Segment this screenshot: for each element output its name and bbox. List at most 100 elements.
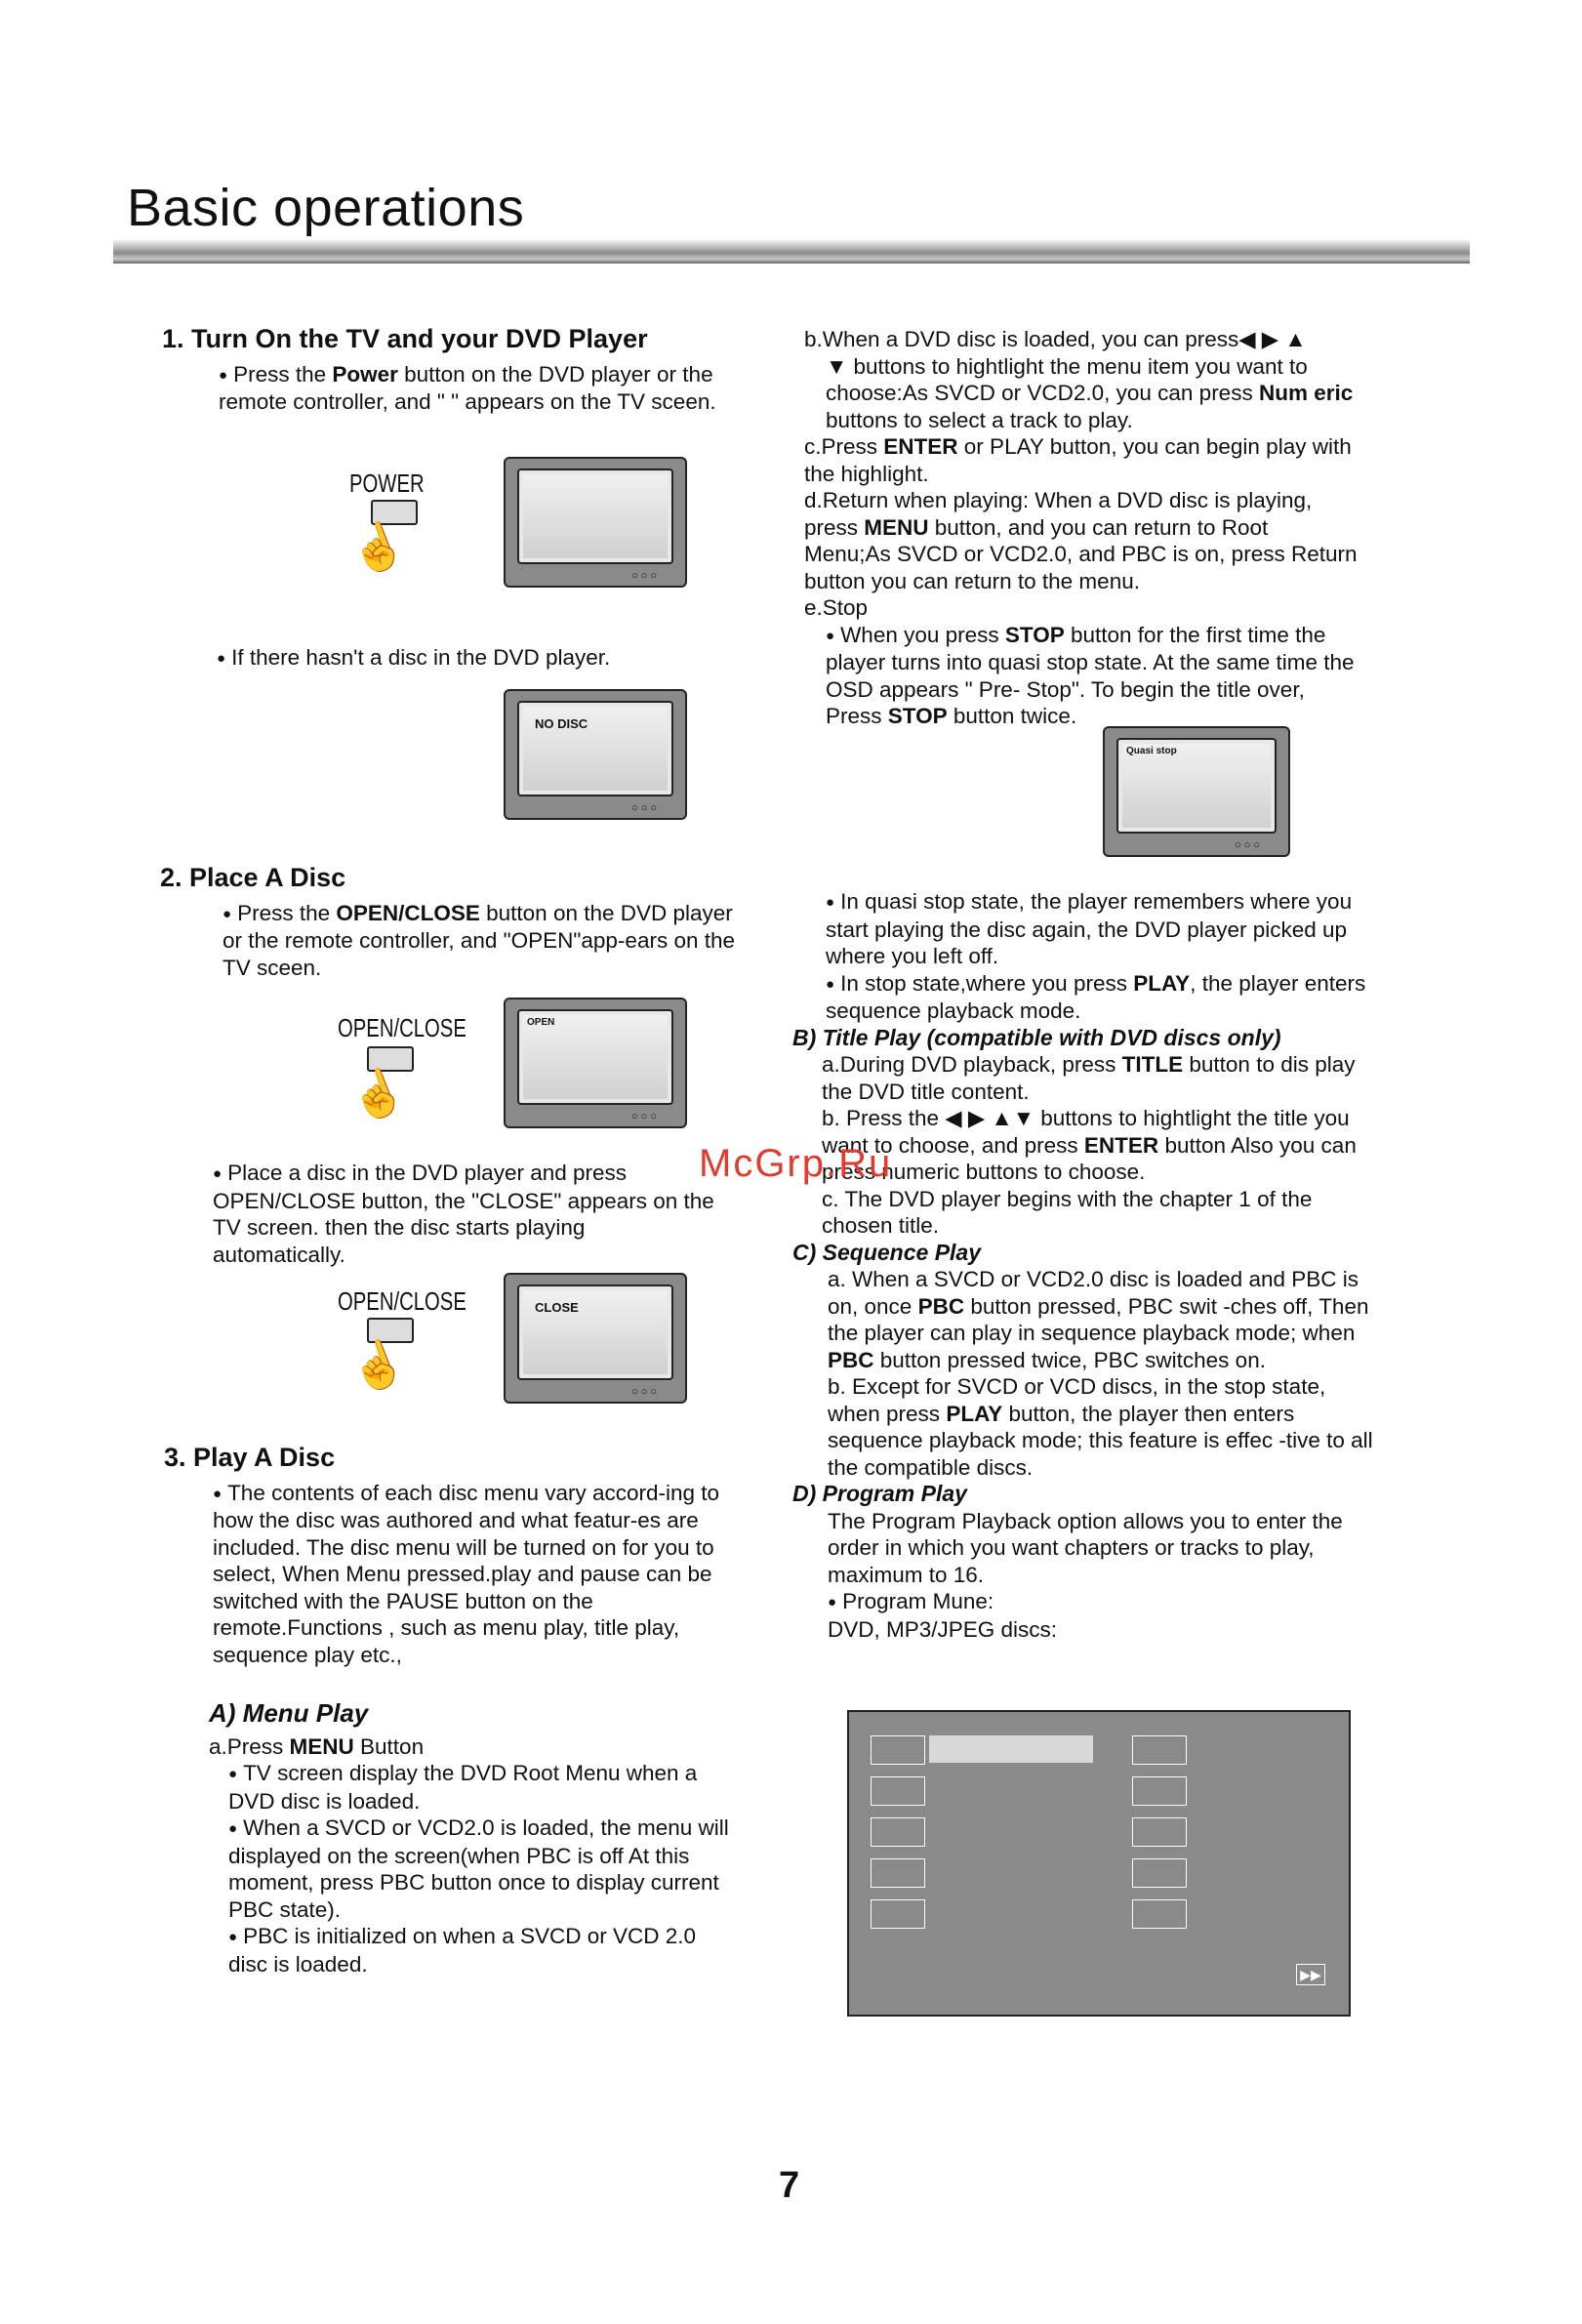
tv-power: ○○○ <box>504 457 687 588</box>
text-bold: ENTER <box>883 434 958 459</box>
openclose-button-label: OPEN/CLOSE <box>338 1013 466 1042</box>
text-bold: PLAY <box>946 1401 1003 1426</box>
page-title: Basic operations <box>127 179 525 237</box>
menu-play-bullet-2: When a SVCD or VCD2.0 is loaded, the men… <box>209 1814 736 1923</box>
quasi-stop-text: In quasi stop state, the player remember… <box>792 888 1378 970</box>
tv-nodisc: NO DISC ○○○ <box>504 689 687 820</box>
title-play-a: a.During DVD playback, press TITLE butto… <box>792 1051 1378 1105</box>
tv-screen: OPEN <box>517 1009 673 1105</box>
header-rule <box>113 240 1470 264</box>
openclose-button-label: OPEN/CLOSE <box>338 1286 466 1316</box>
text: In stop state,where you press <box>840 970 1134 996</box>
text-bold: STOP <box>1004 622 1065 647</box>
b-line-2: ▼ buttons to hightlight the menu item yo… <box>804 353 1360 434</box>
menu-slot <box>1132 1858 1187 1888</box>
text: b. Except for SVCD or VCD discs, in the … <box>828 1374 1326 1426</box>
e-bullet-1: When you press STOP button for the first… <box>804 622 1360 730</box>
text: or PLAY button, you can begin play with … <box>804 434 1352 486</box>
right-column-top: b.When a DVD disc is loaded, you can pre… <box>804 326 1360 730</box>
section-1-heading: 1. Turn On the TV and your DVD Player <box>162 324 648 353</box>
osd-text: Quasi stop <box>1126 746 1177 756</box>
text-bold: Num eric <box>1258 381 1354 405</box>
openclose-button <box>367 1318 414 1343</box>
text: button to dis play the DVD title content… <box>822 1052 1356 1104</box>
text: ▼ buttons to hightlight the menu item yo… <box>826 353 1308 406</box>
text-bold: MENU <box>289 1733 354 1759</box>
text: c.Press <box>804 434 884 459</box>
section-2: 2. Place A Disc Press the OPEN/CLOSE but… <box>160 863 736 982</box>
section-3: 3. Play A Disc The contents of each disc… <box>164 1443 730 1668</box>
section-3-heading: 3. Play A Disc <box>164 1443 336 1472</box>
tv-screen <box>517 469 673 564</box>
text: button Also you can press numeric button… <box>822 1132 1357 1185</box>
menu-slot <box>871 1735 925 1765</box>
menu-highlight <box>929 1735 1093 1763</box>
text: b. Press the ◀ ▶ ▲▼ buttons to hightligh… <box>822 1106 1350 1158</box>
menu-slot <box>1132 1776 1187 1806</box>
text: a.Press <box>209 1733 290 1759</box>
section-2-heading: 2. Place A Disc <box>160 863 346 892</box>
menu-play-bullet-1: TV screen display the DVD Root Menu when… <box>209 1760 736 1814</box>
right-column-bottom: In quasi stop state, the player remember… <box>792 888 1378 1643</box>
power-button-label: POWER <box>349 469 425 498</box>
tv-open: OPEN○○○ <box>504 998 687 1128</box>
e-line: e.Stop <box>804 595 869 620</box>
menu-play-a: a.Press MENU Button <box>209 1733 736 1761</box>
c-line: c.Press ENTER or PLAY button, you can be… <box>804 433 1360 487</box>
program-play-text: The Program Playback option allows you t… <box>828 1508 1343 1587</box>
place-disc-instruction: Place a disc in the DVD player and press… <box>213 1160 720 1268</box>
menu-slot <box>1132 1899 1187 1929</box>
text: Press the <box>233 361 333 387</box>
text: Press the <box>237 900 337 925</box>
power-button <box>371 500 418 525</box>
open-instruction: Press the OPEN/CLOSE button on the DVD p… <box>160 900 736 982</box>
program-menu-screen: ▶▶ <box>847 1710 1351 2017</box>
text-bold: ENTER <box>1083 1132 1159 1158</box>
text: button on the DVD player or the remote c… <box>219 361 716 415</box>
osd-text: OPEN <box>527 1017 555 1028</box>
text-bold: OPEN/CLOSE <box>336 900 480 925</box>
text-bold: PBC <box>917 1293 965 1319</box>
tv-knobs: ○○○ <box>631 802 660 814</box>
menu-play-heading: A) Menu Play <box>209 1698 369 1728</box>
text: button, and you can return to Root Menu;… <box>804 514 1358 593</box>
menu-slot <box>871 1817 925 1847</box>
text: Button <box>353 1733 425 1759</box>
title-play-c: c. The DVD player begins with the chapte… <box>822 1186 1313 1239</box>
tv-quasi-stop: Quasi stop ○○○ <box>1103 726 1290 857</box>
text-bold: PLAY <box>1133 970 1191 996</box>
tv-knobs: ○○○ <box>1235 839 1263 851</box>
tv-knobs: ○○○ <box>631 570 660 582</box>
text-bold: PBC <box>828 1347 874 1372</box>
menu-play-section: A) Menu Play a.Press MENU Button TV scre… <box>209 1698 736 1977</box>
power-instruction: Press the Power button on the DVD player… <box>162 361 738 416</box>
menu-play-bullet-3: PBC is initialized on when a SVCD or VCD… <box>209 1923 736 1977</box>
text: a. When a SVCD or VCD2.0 disc is loaded … <box>828 1267 1359 1319</box>
menu-slot <box>1132 1735 1187 1765</box>
text-bold: Power <box>332 361 398 387</box>
menu-slot <box>871 1776 925 1806</box>
text: d.Return when playing: When a DVD disc i… <box>804 488 1313 540</box>
tv-close: CLOSE ○○○ <box>504 1273 687 1404</box>
tv-knobs: ○○○ <box>631 1386 660 1398</box>
menu-slot <box>871 1899 925 1929</box>
b-line-1: b.When a DVD disc is loaded, you can pre… <box>804 327 1307 351</box>
tv-screen: NO DISC <box>517 701 673 796</box>
text: button on the DVD player or the remote c… <box>223 900 736 980</box>
title-play-heading: B) Title Play (compatible with DVD discs… <box>792 1024 1281 1050</box>
program-play-heading: D) Program Play <box>792 1481 967 1506</box>
menu-slot <box>1132 1817 1187 1847</box>
tv-screen: CLOSE <box>517 1284 673 1380</box>
watermark: McGrp.Ru <box>699 1142 893 1185</box>
text: , the player enters sequence playback mo… <box>826 970 1366 1024</box>
sequence-play-heading: C) Sequence Play <box>792 1239 982 1265</box>
d-line: d.Return when playing: When a DVD disc i… <box>804 487 1360 594</box>
text: button for the first time the player tur… <box>826 622 1355 729</box>
text-bold: MENU <box>864 514 929 540</box>
text: button pressed twice, PBC switches on. <box>873 1347 1266 1372</box>
sequence-play-a: a. When a SVCD or VCD2.0 disc is loaded … <box>792 1266 1378 1373</box>
menu-slot <box>871 1858 925 1888</box>
section-1: 1. Turn On the TV and your DVD Player Pr… <box>162 324 738 416</box>
text: buttons to select a track to play. <box>826 407 1133 432</box>
text: button pressed, PBC swit -ches off, Then… <box>828 1293 1369 1346</box>
